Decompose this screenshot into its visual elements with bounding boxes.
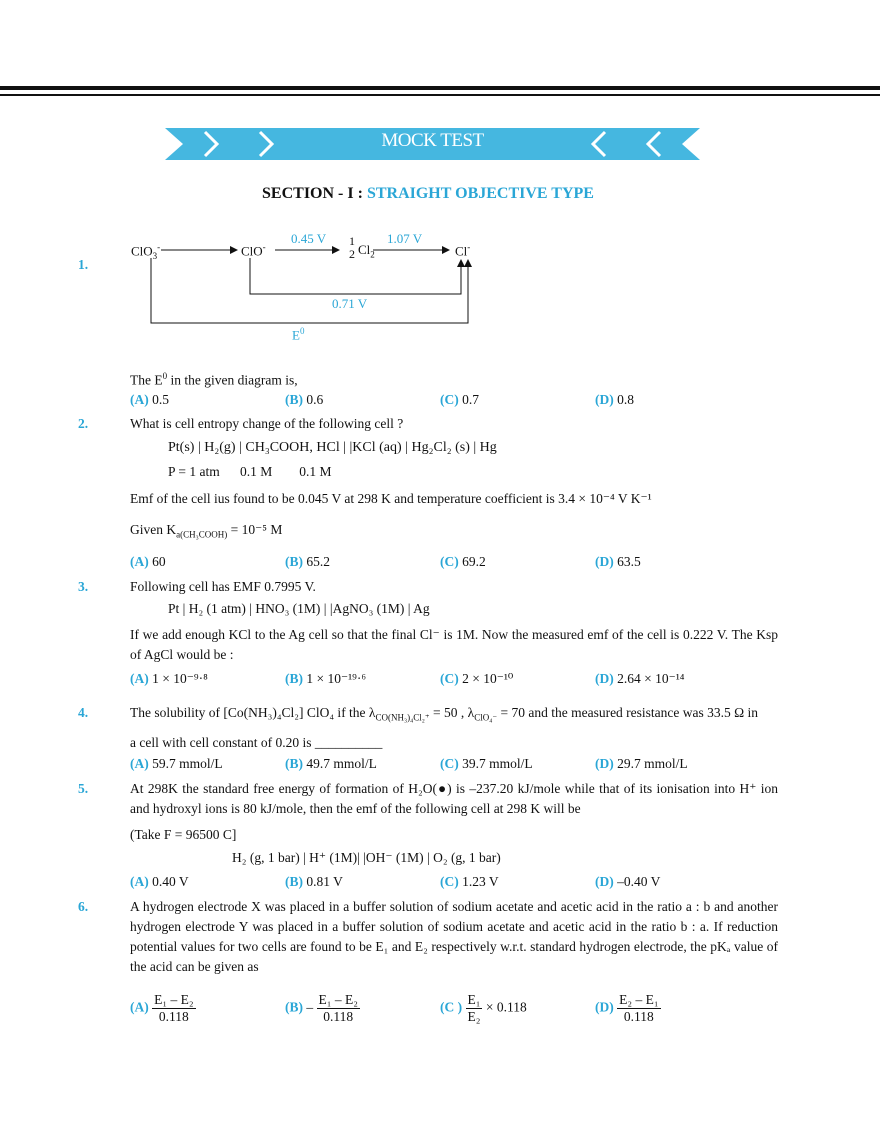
question-5-take: (Take F = 96500 C] [130, 827, 237, 842]
potential-diagram-arrows [150, 246, 472, 324]
question-6-number: 6. [78, 899, 89, 914]
potential-045: 0.45 V [291, 231, 327, 246]
question-2-cell: Pt(s) | H₂(g) | CH₃COOH, HCl | |KCl (aq)… [168, 440, 497, 455]
banner-ribbon-icon [165, 128, 700, 160]
question-5-cell: H₂ (g, 1 bar) | H⁺ (1M)| |OH⁻ (1M) | O₂ … [232, 850, 501, 865]
section-name: STRAIGHT OBJECTIVE TYPE [366, 185, 594, 202]
q4-option-c[interactable]: (C) 39.7 mmol/L [440, 756, 533, 771]
q2-option-d[interactable]: (D) 63.5 [595, 554, 641, 569]
question-2-number: 2. [78, 416, 89, 431]
q2-option-b[interactable]: (B) 65.2 [285, 554, 330, 569]
banner-title: MOCK TEST [381, 130, 484, 151]
q3-option-a[interactable]: (A) 1 × 10⁻⁹·⁸ [130, 671, 208, 686]
q1-option-c[interactable]: (C) 0.7 [440, 392, 479, 407]
section-prefix: SECTION - I : [262, 185, 367, 202]
q1-option-b[interactable]: (B) 0.6 [285, 392, 324, 407]
question-3-text: Following cell has EMF 0.7995 V. [130, 579, 316, 594]
q3-option-c[interactable]: (C) 2 × 10⁻¹⁰ [440, 671, 514, 686]
q3-option-d[interactable]: (D) 2.64 × 10⁻¹⁴ [595, 671, 685, 686]
question-3-cell: Pt | H₂ (1 atm) | HNO₃ (1M) | |AgNO₃ (1M… [168, 601, 430, 616]
q2-option-a[interactable]: (A) 60 [130, 554, 166, 569]
q4-option-b[interactable]: (B) 49.7 mmol/L [285, 756, 377, 771]
mock-test-banner: MOCK TEST [165, 126, 700, 162]
question-5-number: 5. [78, 781, 89, 796]
question-1-text: The E0 in the given diagram is, [130, 371, 298, 388]
q5-option-c[interactable]: (C) 1.23 V [440, 874, 499, 889]
species-chlorine: Cl2 [358, 242, 375, 260]
question-4-text: The solubility of [Co(NH₃)₄Cl₂] ClO₄ if … [130, 705, 759, 723]
question-5-paragraph: At 298K the standard free energy of form… [130, 781, 778, 816]
potential-e0: E0 [292, 326, 305, 343]
question-4-number: 4. [78, 705, 89, 720]
q5-option-d[interactable]: (D) –0.40 V [595, 874, 661, 889]
question-3-number: 3. [78, 579, 89, 594]
q2-option-c[interactable]: (C) 69.2 [440, 554, 486, 569]
question-4-line2: a cell with cell constant of 0.20 is ___… [130, 735, 383, 750]
species-hypochlorite: ClO- [241, 242, 266, 259]
question-1-number: 1. [78, 257, 89, 272]
potential-071: 0.71 V [332, 296, 368, 311]
species-chlorate: ClO3- [131, 242, 161, 261]
q4-option-a[interactable]: (A) 59.7 mmol/L [130, 756, 223, 771]
potential-107: 1.07 V [387, 231, 423, 246]
top-rule-thick [0, 86, 880, 90]
q3-option-b[interactable]: (B) 1 × 10⁻¹⁹·⁶ [285, 671, 367, 686]
q1-option-a[interactable]: (A) 0.5 [130, 392, 169, 407]
q4-option-d[interactable]: (D) 29.7 mmol/L [595, 756, 688, 771]
question-2-emf: Emf of the cell ius found to be 0.045 V … [130, 491, 652, 506]
q1-option-d[interactable]: (D) 0.8 [595, 392, 634, 407]
q5-option-b[interactable]: (B) 0.81 V [285, 874, 343, 889]
question-2-given: Given Ka(CH₃COOH) = 10⁻⁵ M [130, 522, 283, 540]
question-6-paragraph: A hydrogen electrode X was placed in a b… [130, 899, 778, 974]
question-2-text: What is cell entropy change of the follo… [130, 416, 404, 431]
q5-option-a[interactable]: (A) 0.40 V [130, 874, 189, 889]
top-rule-thin [0, 94, 880, 96]
section-title: SECTION - I : STRAIGHT OBJECTIVE TYPE [0, 185, 856, 203]
question-2-conditions: P = 1 atm 0.1 M 0.1 M [168, 464, 332, 479]
question-3-paragraph: If we add enough KCl to the Ag cell so t… [130, 627, 778, 662]
species-chloride: Cl- [455, 242, 471, 259]
